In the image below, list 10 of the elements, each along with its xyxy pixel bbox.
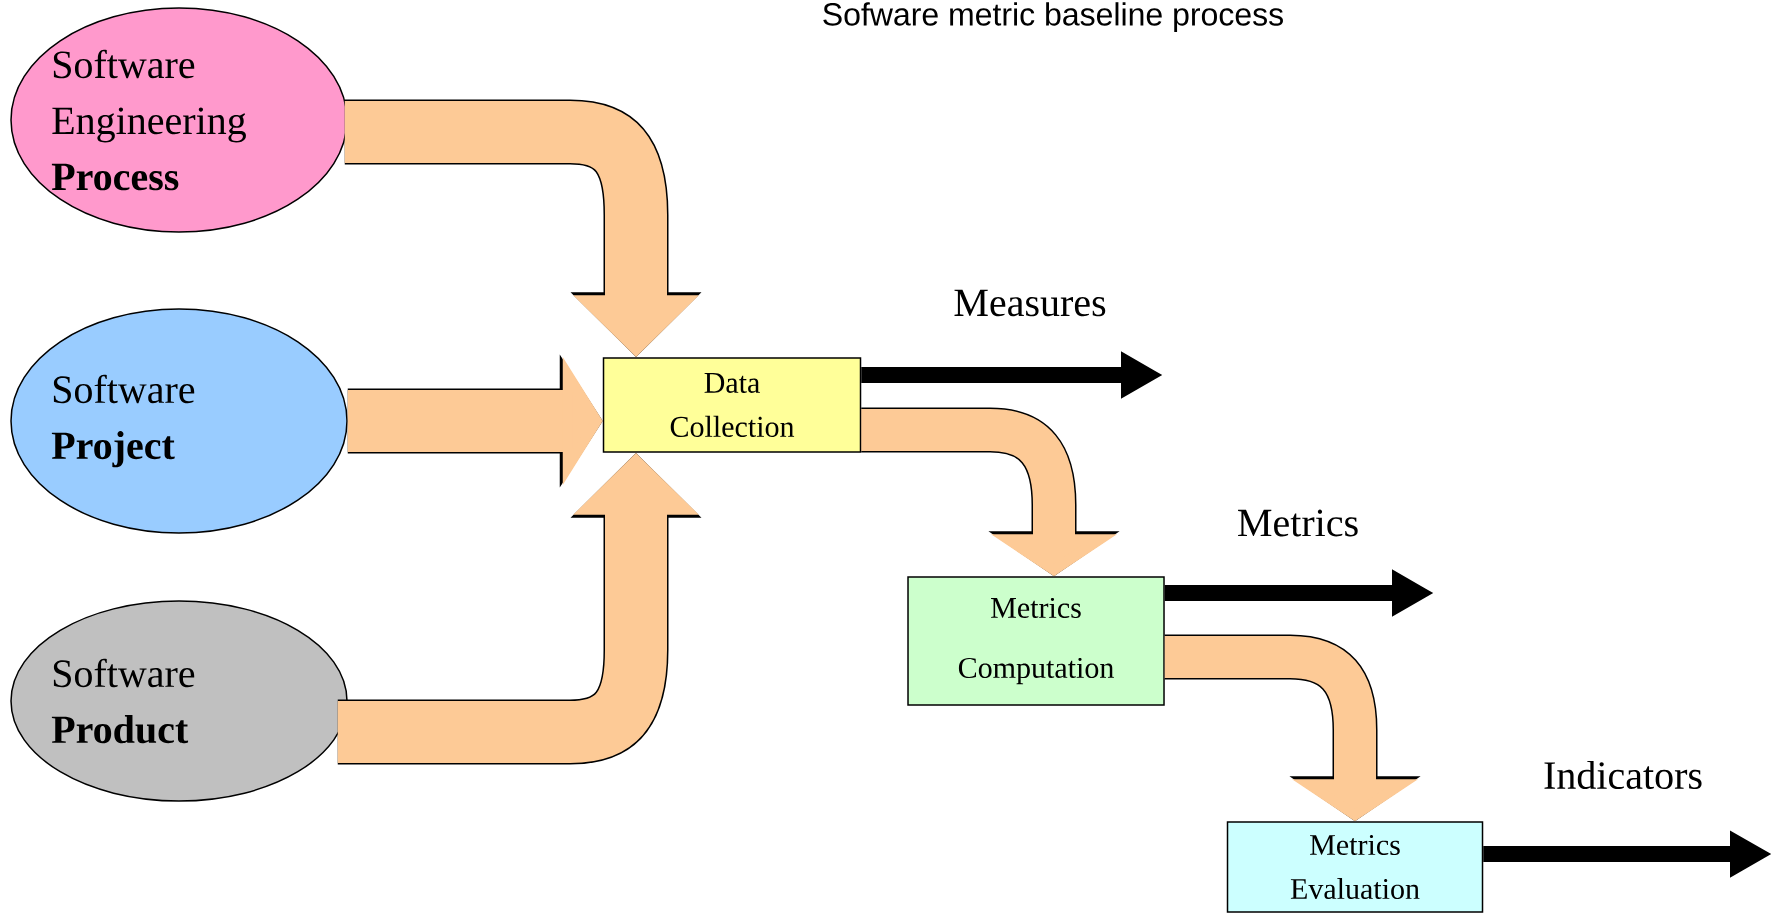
ellipse-node: Software Project [10,308,348,534]
process-box: Metrics Computation [907,576,1165,706]
title: Sofware metric baseline process [823,2,1283,33]
edge-label: Metrics [1238,509,1358,537]
edge-label: Measures [954,289,1106,317]
ellipse-node: Software Engineering Process [10,7,348,233]
edge-label: Indicators [1544,760,1702,790]
ellipse-node: Software Product [10,600,348,802]
process-box: Metrics Evaluation [1226,821,1484,913]
process-box: Data Collection [602,357,862,453]
